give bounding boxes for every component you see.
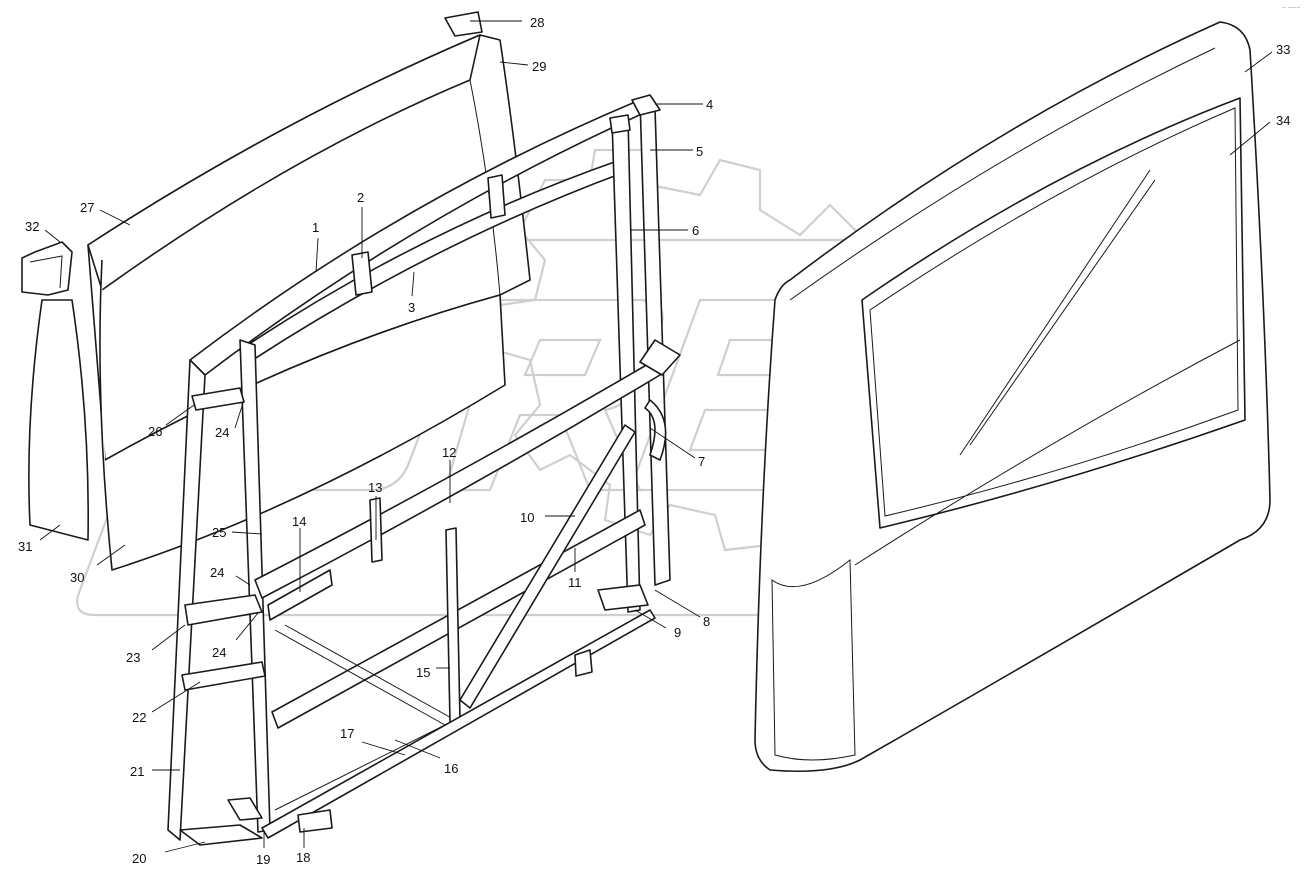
leader-24c bbox=[235, 612, 259, 641]
diagonal-brace-10 bbox=[459, 424, 636, 709]
callout-10: 10 bbox=[520, 510, 534, 525]
callout-8: 8 bbox=[703, 614, 710, 629]
leader-27 bbox=[99, 209, 131, 226]
leader-32 bbox=[44, 229, 61, 243]
callout-12: 12 bbox=[442, 445, 456, 460]
leader-24a bbox=[234, 399, 245, 429]
callout-4: 4 bbox=[706, 97, 713, 112]
glass-reflection bbox=[959, 169, 1156, 456]
callout-7: 7 bbox=[698, 454, 705, 469]
x-brace-b bbox=[274, 724, 446, 811]
leader-25 bbox=[231, 531, 263, 535]
callout-22: 22 bbox=[132, 710, 146, 725]
leader-lines bbox=[39, 20, 1273, 853]
callout-21: 21 bbox=[130, 764, 144, 779]
leader-31 bbox=[39, 524, 61, 541]
corner-cap-32 bbox=[21, 241, 73, 296]
leader-17 bbox=[361, 741, 406, 756]
callout-15: 15 bbox=[416, 665, 430, 680]
callout-19: 19 bbox=[256, 852, 270, 867]
callout-33: 33 bbox=[1276, 42, 1290, 57]
leader-29 bbox=[499, 61, 529, 66]
callout-27: 27 bbox=[80, 200, 94, 215]
side-panel-right bbox=[754, 21, 1271, 772]
upper-bracket-26 bbox=[191, 387, 245, 411]
leader-22 bbox=[151, 681, 201, 713]
leader-24b bbox=[235, 575, 251, 586]
left-side-post-21 bbox=[167, 359, 206, 841]
shelf-bracket-23 bbox=[184, 594, 263, 626]
corner-cap-32-face bbox=[29, 255, 63, 289]
shelf-bracket-22 bbox=[181, 661, 266, 691]
bottom-rail-16 bbox=[261, 609, 656, 839]
vertical-post-15 bbox=[445, 527, 461, 723]
corner-pillar-trim-31 bbox=[28, 299, 89, 541]
window-inner-border bbox=[869, 107, 1239, 517]
leader-7 bbox=[649, 427, 696, 459]
leader-26 bbox=[165, 404, 195, 426]
x-brace-a bbox=[274, 624, 456, 726]
callout-3: 3 bbox=[408, 300, 415, 315]
callout-6: 6 bbox=[692, 223, 699, 238]
corner-block-20 bbox=[179, 824, 263, 846]
callout-labels: 1 2 3 4 5 6 7 8 9 10 11 12 13 14 15 16 1… bbox=[18, 15, 1290, 867]
callout-17: 17 bbox=[340, 726, 354, 741]
callout-23: 23 bbox=[126, 650, 140, 665]
callout-28: 28 bbox=[530, 15, 544, 30]
door-lower-panel bbox=[771, 558, 856, 761]
callout-20: 20 bbox=[132, 851, 146, 866]
mounting-bracket-15b bbox=[574, 649, 593, 677]
callout-26: 26 bbox=[148, 424, 162, 439]
callout-25: 25 bbox=[212, 525, 226, 540]
callout-34: 34 bbox=[1276, 113, 1290, 128]
leader-1 bbox=[315, 237, 319, 273]
mounting-bracket-18 bbox=[297, 809, 333, 833]
callout-1: 1 bbox=[312, 220, 319, 235]
callout-24b: 24 bbox=[210, 565, 224, 580]
belt-line bbox=[854, 339, 1241, 566]
leader-33 bbox=[1244, 51, 1273, 73]
callout-18: 18 bbox=[296, 850, 310, 865]
right-bracket-9 bbox=[597, 584, 649, 611]
callout-32: 32 bbox=[25, 219, 39, 234]
roof-trim-strip bbox=[87, 34, 481, 291]
corner-mark: ~ ~~~ bbox=[1282, 5, 1300, 12]
window-glass-34 bbox=[861, 97, 1246, 529]
callout-30: 30 bbox=[70, 570, 84, 585]
top-end-cap-4 bbox=[631, 94, 661, 116]
crossbar-14 bbox=[267, 569, 333, 621]
right-hook-7 bbox=[639, 339, 681, 461]
leader-3 bbox=[411, 271, 415, 297]
trim-cap-28 bbox=[444, 11, 483, 37]
leader-30 bbox=[96, 544, 126, 566]
callout-29: 29 bbox=[532, 59, 546, 74]
leader-9 bbox=[634, 609, 667, 629]
callout-5: 5 bbox=[696, 144, 703, 159]
roof-curve-33 bbox=[789, 47, 1216, 301]
callout-24c: 24 bbox=[212, 645, 226, 660]
leader-23 bbox=[151, 624, 186, 651]
step-pad-19 bbox=[227, 797, 263, 821]
callout-11: 11 bbox=[568, 575, 582, 590]
frame-assembly bbox=[167, 94, 681, 846]
callout-24a: 24 bbox=[215, 425, 229, 440]
leader-8 bbox=[654, 589, 701, 618]
callout-31: 31 bbox=[18, 539, 32, 554]
callout-14: 14 bbox=[292, 514, 306, 529]
clip-2b bbox=[487, 174, 506, 219]
callout-2: 2 bbox=[357, 190, 364, 205]
top-bracket-5 bbox=[609, 114, 631, 134]
leader-34 bbox=[1229, 121, 1271, 156]
callout-16: 16 bbox=[444, 761, 458, 776]
clip-2 bbox=[351, 251, 373, 296]
callout-9: 9 bbox=[674, 625, 681, 640]
leader-20 bbox=[164, 841, 206, 853]
rear-trim-panel-30 bbox=[99, 259, 506, 571]
leader-16 bbox=[394, 739, 441, 759]
callout-13: 13 bbox=[368, 480, 382, 495]
